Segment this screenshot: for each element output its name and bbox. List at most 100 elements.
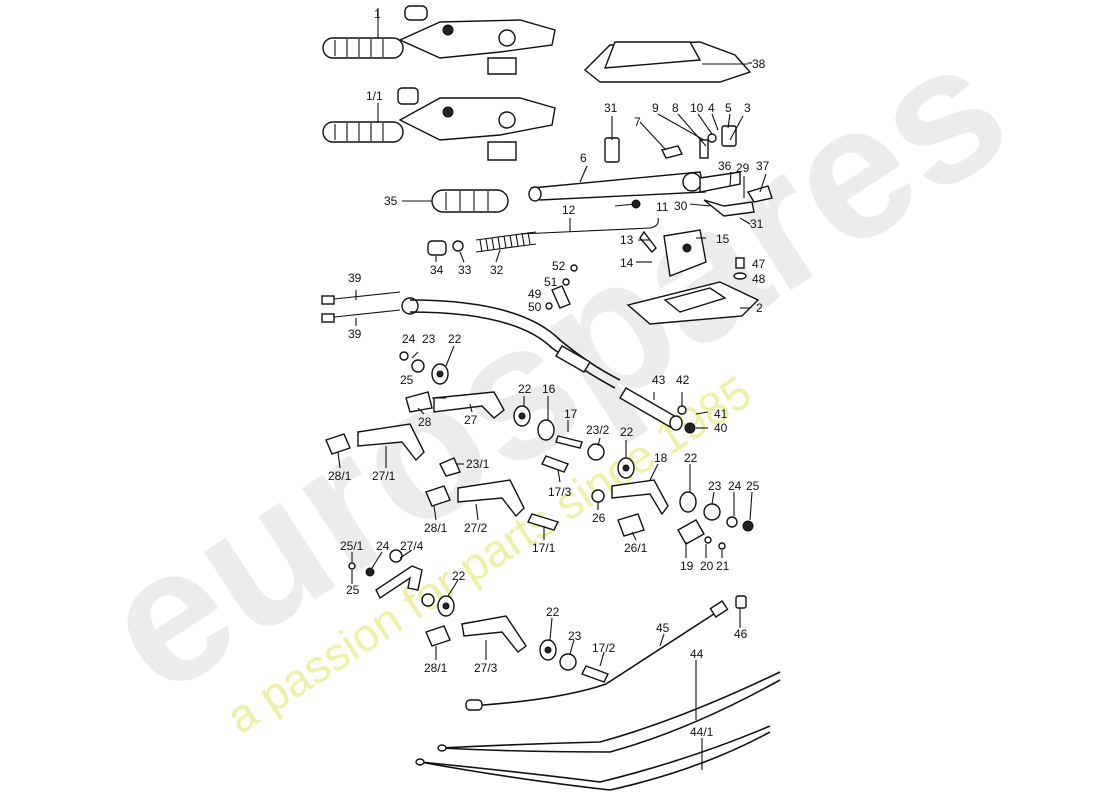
label-34: 34 <box>430 263 444 277</box>
label-17-1: 17/1 <box>532 541 556 555</box>
label-22e: 22 <box>452 569 466 583</box>
label-1: 1 <box>374 7 381 21</box>
label-24c: 24 <box>376 539 390 553</box>
part-35-grip <box>402 189 509 213</box>
label-7: 7 <box>634 115 641 129</box>
label-25c: 25 <box>346 583 360 597</box>
label-27-2: 27/2 <box>464 521 488 535</box>
part-17-3 <box>541 455 569 473</box>
label-25b: 25 <box>746 479 760 493</box>
label-5: 5 <box>725 101 732 115</box>
label-10: 10 <box>690 101 704 115</box>
label-44: 44 <box>690 647 704 661</box>
label-27: 27 <box>464 413 478 427</box>
label-14: 14 <box>620 256 634 270</box>
label-23a: 23 <box>422 332 436 346</box>
handbrake-lever-assembly-1-1 <box>322 87 556 161</box>
label-4: 4 <box>708 101 715 115</box>
label-11: 11 <box>656 200 669 214</box>
label-49: 49 <box>528 287 542 301</box>
label-22d: 22 <box>684 451 698 465</box>
label-13: 13 <box>620 233 634 247</box>
label-17-3: 17/3 <box>548 485 572 499</box>
label-28-1b: 28/1 <box>424 521 448 535</box>
label-42: 42 <box>676 373 690 387</box>
label-15: 15 <box>716 232 730 246</box>
label-28-1a: 28/1 <box>328 469 352 483</box>
label-47: 47 <box>752 257 766 271</box>
label-24b: 24 <box>728 479 742 493</box>
label-22a: 22 <box>448 332 462 346</box>
parts-22-23-24-25-a <box>399 351 449 385</box>
parts-27-2-28-1-17-1 <box>425 479 559 531</box>
label-19: 19 <box>680 559 694 573</box>
parts-27-1-28-1-23-1 <box>325 423 461 477</box>
label-38: 38 <box>752 57 766 71</box>
part-43-tube <box>619 387 696 434</box>
parts-18-to-26 <box>591 479 754 550</box>
label-26-1: 26/1 <box>624 541 648 555</box>
label-43: 43 <box>652 373 666 387</box>
label-1-1: 1/1 <box>366 89 383 103</box>
label-27-1: 27/1 <box>372 469 396 483</box>
label-27-3: 27/3 <box>474 661 498 675</box>
label-33: 33 <box>458 263 472 277</box>
label-6: 6 <box>580 151 587 165</box>
parts-27-3-group <box>425 615 609 683</box>
label-17: 17 <box>564 407 578 421</box>
label-27-4: 27/4 <box>400 539 424 553</box>
label-30: 30 <box>674 199 688 213</box>
label-36: 36 <box>718 159 732 173</box>
part-12-rod <box>519 217 659 235</box>
label-50: 50 <box>528 300 542 314</box>
label-23-1: 23/1 <box>466 457 490 471</box>
label-23c: 23 <box>568 629 582 643</box>
label-39b: 39 <box>348 327 362 341</box>
part-38-boot <box>583 41 752 83</box>
label-22b: 22 <box>518 382 532 396</box>
label-20: 20 <box>700 559 714 573</box>
label-41: 41 <box>714 407 728 421</box>
label-23b: 23 <box>708 479 722 493</box>
part-44-cables <box>415 671 781 791</box>
label-28-1c: 28/1 <box>424 661 448 675</box>
label-32: 32 <box>490 263 504 277</box>
label-31b: 31 <box>750 217 764 231</box>
label-24a: 24 <box>402 332 416 346</box>
parts-49-52 <box>545 264 578 310</box>
label-40: 40 <box>714 421 728 435</box>
part-15-plate <box>639 229 707 277</box>
label-3: 3 <box>744 101 751 115</box>
label-22c: 22 <box>620 425 634 439</box>
handbrake-lever-assembly-1 <box>322 5 556 75</box>
leader-lines <box>337 63 767 770</box>
label-48: 48 <box>752 272 766 286</box>
label-31: 31 <box>604 101 618 115</box>
label-8: 8 <box>672 101 679 115</box>
label-16: 16 <box>542 382 556 396</box>
label-35: 35 <box>384 194 398 208</box>
label-51: 51 <box>544 275 558 289</box>
label-26: 26 <box>592 511 606 525</box>
part-labels: 1 1/1 38 31 9 8 10 4 5 3 7 6 36 37 29 35… <box>328 7 770 739</box>
label-21: 21 <box>716 559 730 573</box>
label-39a: 39 <box>348 271 362 285</box>
label-2: 2 <box>756 301 763 315</box>
label-12: 12 <box>562 203 576 217</box>
parts-27-28 <box>405 391 505 419</box>
label-37: 37 <box>756 159 770 173</box>
parts-34-33-32 <box>427 231 537 256</box>
part-45-46-cable <box>465 595 747 711</box>
label-17-2: 17/2 <box>592 641 616 655</box>
label-46: 46 <box>734 627 748 641</box>
parts-47-48 <box>733 257 747 280</box>
label-28: 28 <box>418 415 432 429</box>
label-18: 18 <box>654 451 668 465</box>
label-52: 52 <box>552 259 566 273</box>
label-25-1: 25/1 <box>340 539 364 553</box>
parts-27-4-group <box>348 549 455 617</box>
label-45: 45 <box>656 621 670 635</box>
label-9: 9 <box>652 101 659 115</box>
label-29: 29 <box>736 161 750 175</box>
